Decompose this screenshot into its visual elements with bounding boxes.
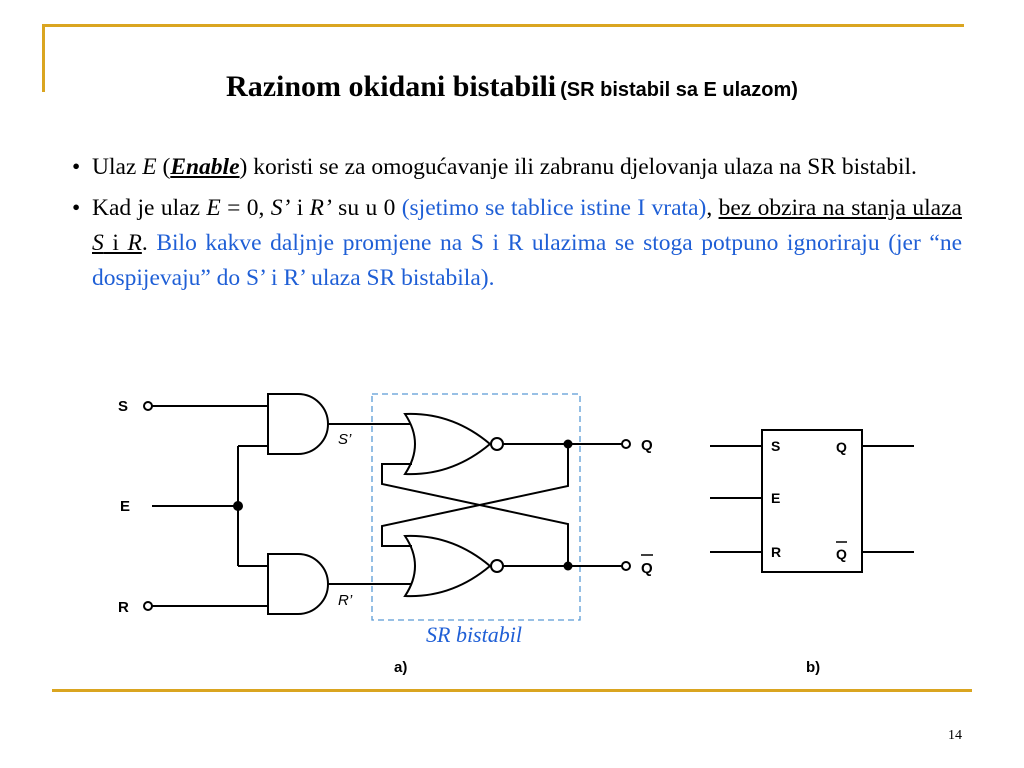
underlined-phrase: bez obzira na stanja ulaza S i R [92,195,962,256]
text: . [141,230,157,256]
text: ( [156,154,171,180]
input-s [143,401,268,411]
sr-bistabil-box [371,393,581,621]
caption-b: b) [806,659,820,676]
bullet-item: • Kad je ulaz E = 0, S’ i R’ su u 0 (sjet… [72,191,962,296]
enable-term: Enable [170,154,240,180]
var-s-prime: S’ [270,195,291,221]
var-r: R [127,230,142,256]
label-e: E [120,498,130,515]
var-r-prime: R’ [309,195,332,221]
feedback-wires [381,444,569,566]
bullet-dot: • [72,154,81,180]
left-accent-bar [42,26,45,92]
title-subtitle: (SR bistabil sa E ulazom) [560,79,798,101]
var-e: E [206,195,221,221]
text: = 0, [220,195,271,221]
text: i [290,195,310,221]
pin-s: S [771,438,780,454]
label-q-bar: Q [641,560,653,577]
title-main: Razinom okidani bistabili [226,70,557,103]
pin-q: Q [836,439,847,455]
nor-gate-bottom [403,534,504,598]
bottom-rule [52,689,972,692]
bullet-dot: • [72,195,81,221]
blue-note: (sjetimo se tablice istine I vrata) [401,195,707,221]
text: ) koristi se za omogućavanje ili zabranu… [239,154,917,180]
bullet-list: • Ulaz E (Enable) koristi se za omogućava… [72,150,962,302]
text: , [706,195,719,221]
pin-e: E [771,490,780,506]
page-number: 14 [948,728,962,743]
and-gate-bottom [267,553,329,615]
sr-block-symbol [710,429,914,573]
var-e: E [142,154,157,180]
label-s-prime: S’ [338,431,352,448]
label-r: R [118,599,129,616]
slide-title: Razinom okidani bistabili (SR bistabil s… [0,70,1024,104]
sr-bistabil-label: SR bistabil [426,622,522,647]
text: i [103,230,128,256]
nor-gate-top [403,412,504,476]
pin-r: R [771,544,781,560]
text: Kad je ulaz [92,195,207,221]
label-r-prime: R’ [338,592,353,609]
label-s: S [118,398,128,415]
bullet-item: • Ulaz E (Enable) koristi se za omogućava… [72,150,962,185]
text: Ulaz [92,154,143,180]
var-s: S [92,230,104,256]
and-gate-top [267,393,329,455]
text: su u 0 [331,195,402,221]
caption-a: a) [394,659,407,676]
label-q: Q [641,437,653,454]
top-rule [42,24,964,27]
input-r [143,601,268,611]
text: bez obzira na stanja ulaza [718,195,962,221]
blue-note: Bilo kakve daljnje promjene na S i R ula… [92,230,963,291]
input-e [152,445,268,567]
pin-q-bar: Q [836,546,847,562]
